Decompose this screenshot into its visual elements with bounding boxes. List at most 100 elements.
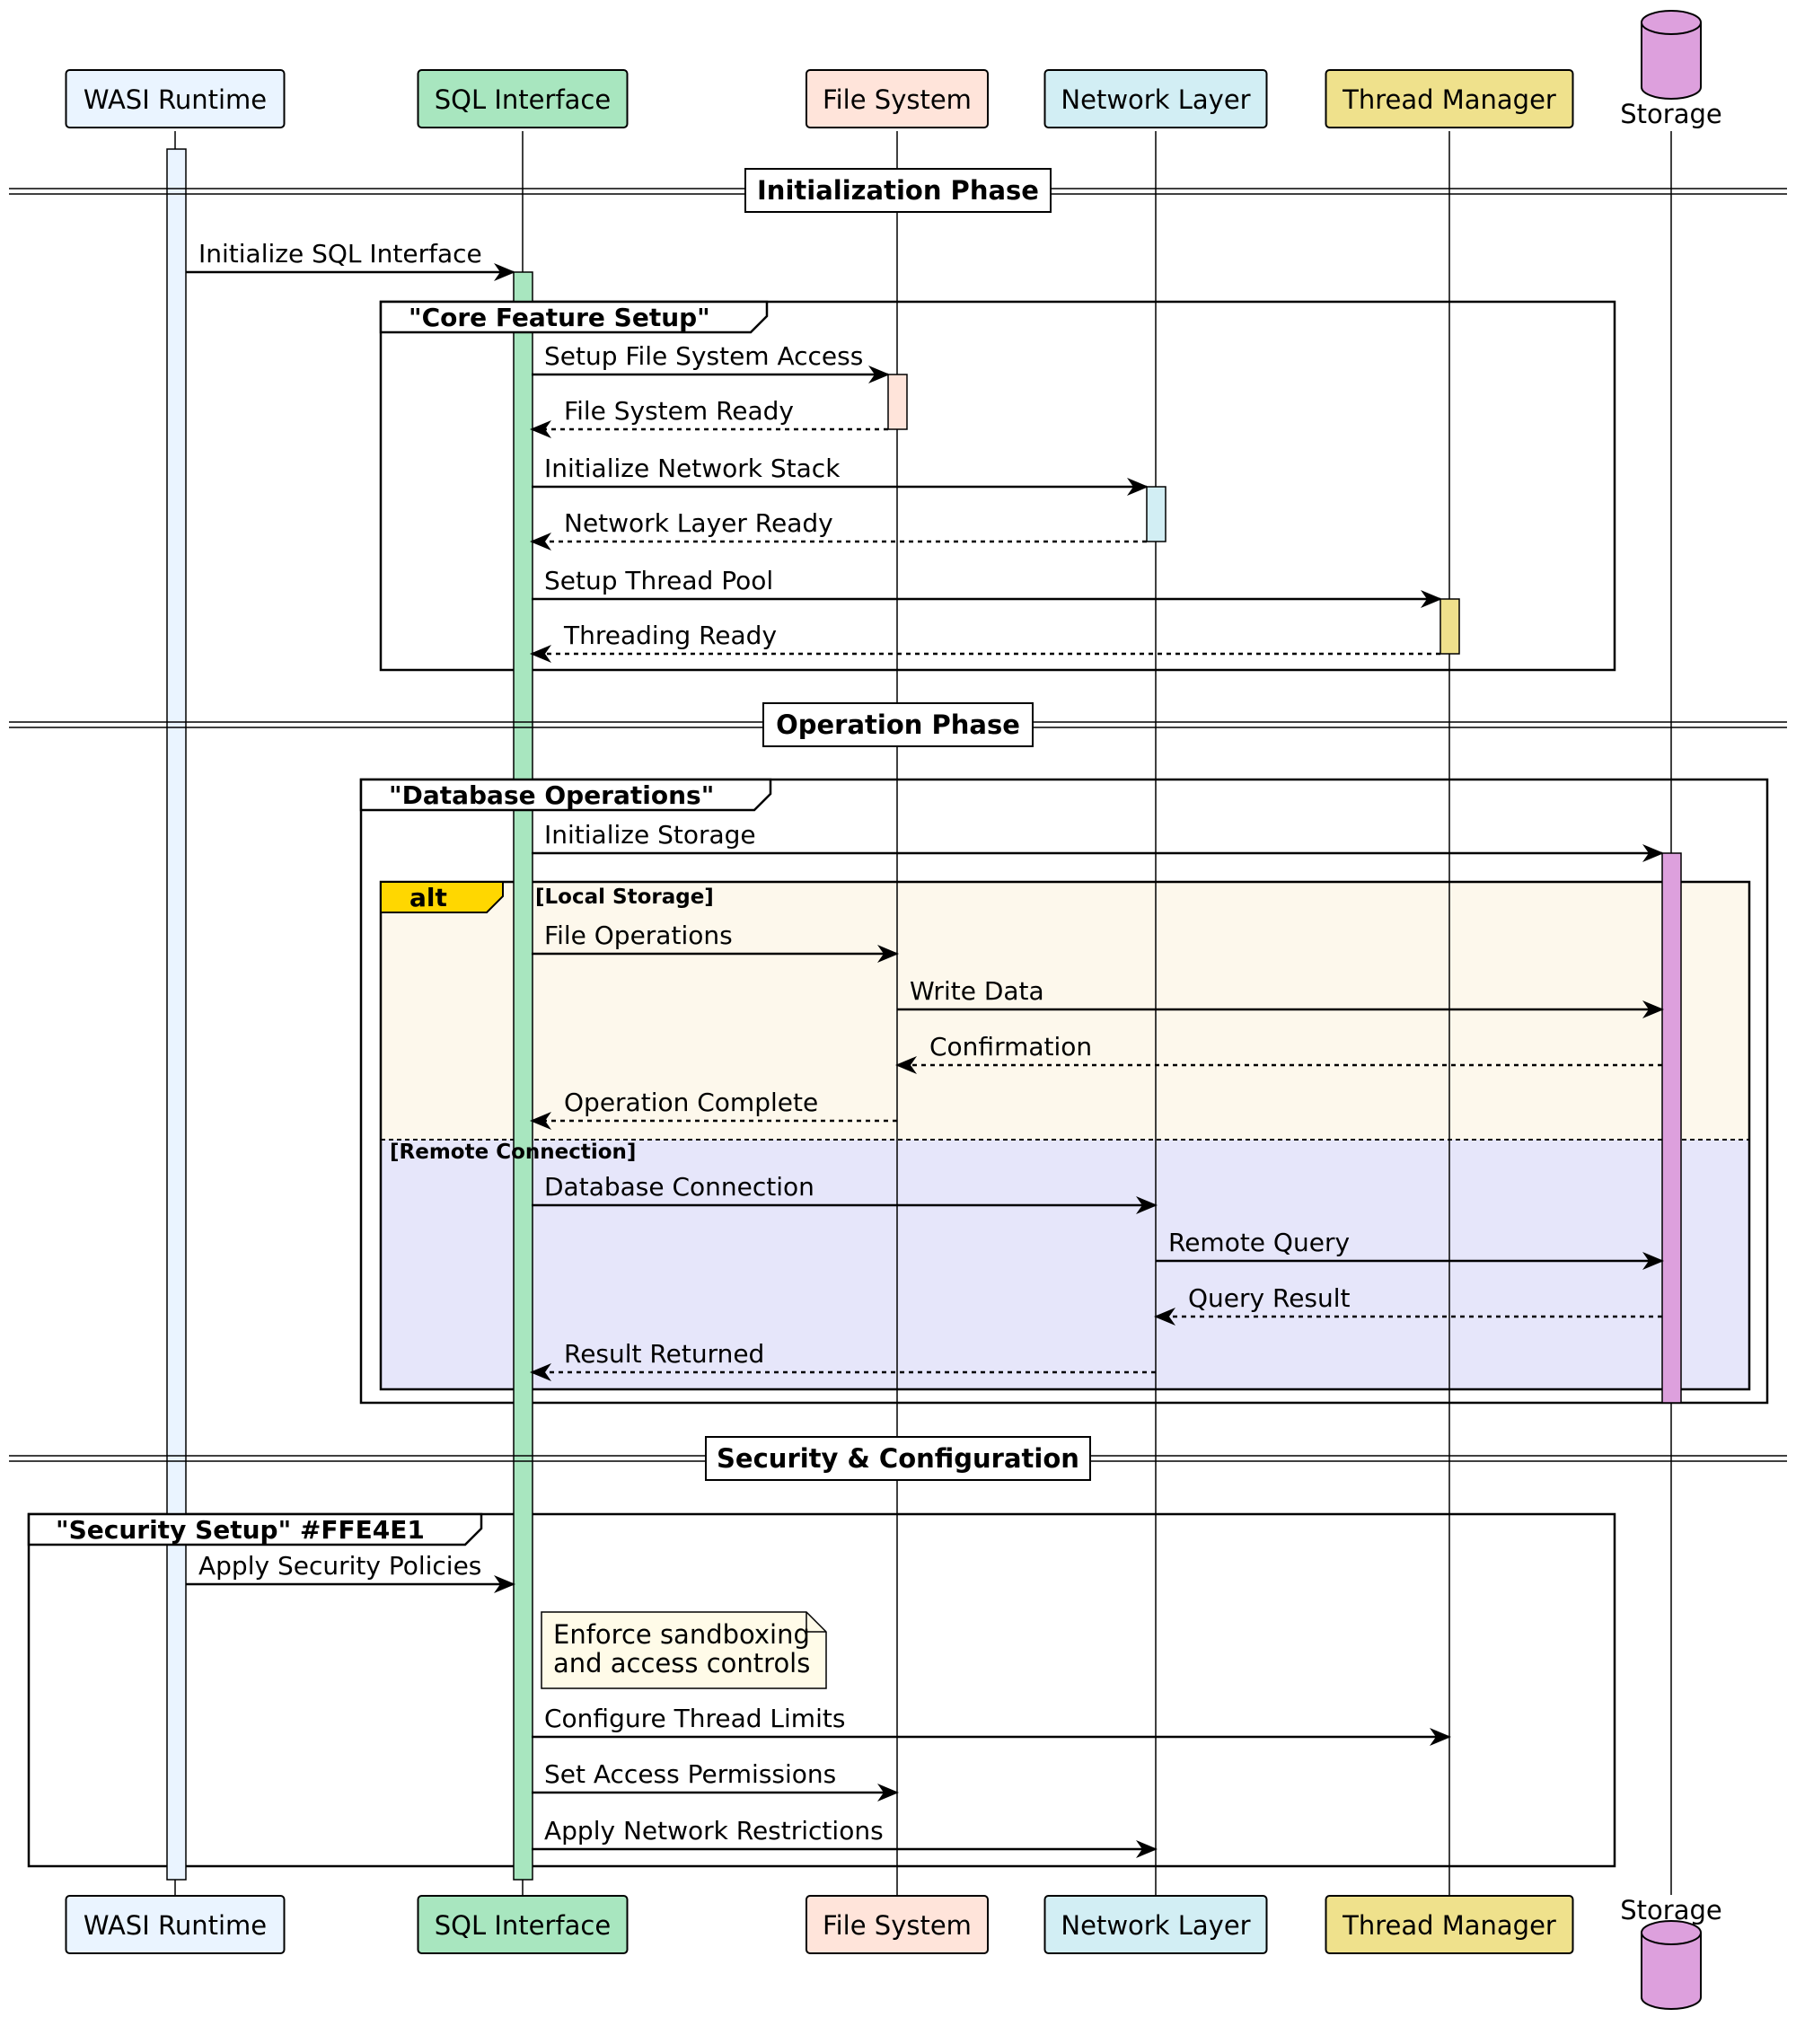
- message-label: Initialize Storage: [544, 820, 756, 850]
- activation-net: [1146, 486, 1167, 542]
- message: Operation Complete: [530, 1088, 897, 1130]
- participant-thread: Thread Manager: [1325, 1895, 1574, 1954]
- participant-label: File System: [823, 1910, 972, 1941]
- message-label: Database Connection: [544, 1172, 814, 1202]
- message-label: Operation Complete: [564, 1088, 818, 1117]
- participant-net: Network Layer: [1043, 1895, 1268, 1954]
- message: File Operations: [532, 921, 899, 963]
- message-label: Write Data: [910, 976, 1044, 1006]
- message: Write Data: [897, 976, 1664, 1018]
- group-label-text: "Database Operations": [389, 780, 714, 810]
- divider-initialization-phase: Initialization Phase: [744, 168, 1052, 213]
- message: Remote Query: [1156, 1228, 1664, 1270]
- message-label: Configure Thread Limits: [544, 1704, 845, 1733]
- message: Result Returned: [530, 1339, 1156, 1381]
- participant-label: SQL Interface: [435, 84, 611, 115]
- message: Database Connection: [532, 1172, 1158, 1214]
- group-label-text: "Security Setup" #FFE4E1: [56, 1515, 425, 1545]
- participant-box: [1043, 69, 1268, 128]
- participant-sql: SQL Interface: [417, 69, 629, 128]
- message: Initialize Storage: [532, 820, 1664, 862]
- database-icon: [1641, 1920, 1702, 2010]
- alt-local-storage-region: [381, 882, 1749, 1140]
- participant-fs: File System: [806, 1895, 989, 1954]
- database-icon: [1641, 10, 1702, 100]
- participant-label: SQL Interface: [435, 1910, 611, 1941]
- message: Confirmation: [895, 1032, 1662, 1074]
- participant-label: Network Layer: [1061, 84, 1250, 115]
- participant-wasi: WASI Runtime: [65, 1895, 286, 1954]
- participant-thread: Thread Manager: [1325, 69, 1574, 128]
- message: Setup File System Access: [532, 341, 890, 383]
- alt-keyword: alt: [409, 883, 447, 912]
- message: Apply Network Restrictions: [532, 1816, 1158, 1858]
- divider-operation-phase: Operation Phase: [762, 702, 1034, 747]
- message-label: Network Layer Ready: [564, 508, 833, 538]
- message: File System Ready: [530, 396, 888, 438]
- security-setup-group-frame: [27, 1512, 1616, 1868]
- participant-label: Network Layer: [1061, 1910, 1250, 1941]
- participant-label: Storage: [1620, 99, 1721, 129]
- alt-condition-remote-connection: [Remote Connection]: [390, 1141, 636, 1164]
- message: Setup Thread Pool: [532, 566, 1442, 608]
- participant-label: Thread Manager: [1342, 1910, 1556, 1941]
- message-label: Confirmation: [929, 1032, 1092, 1062]
- participant-label: WASI Runtime: [84, 1910, 267, 1941]
- message-label: Initialize Network Stack: [544, 454, 841, 483]
- message: Initialize Network Stack: [532, 454, 1149, 496]
- activation-fs: [887, 374, 908, 430]
- participant-box: [1325, 1895, 1574, 1954]
- divider-label: Operation Phase: [776, 709, 1020, 740]
- database-operations-group-frame: [359, 778, 1769, 1405]
- note: Enforce sandboxing and access controls: [541, 1611, 827, 1689]
- group-label-core-feature-setup: "Core Feature Setup": [379, 300, 769, 334]
- participant-fs: File System: [806, 69, 989, 128]
- message-label: File Operations: [544, 921, 733, 950]
- participant-box: [65, 1895, 286, 1954]
- divider-label: Security & Configuration: [717, 1443, 1079, 1474]
- participant-box: [65, 69, 286, 128]
- message: Query Result: [1154, 1283, 1662, 1326]
- activation-wasi: [166, 148, 187, 1881]
- participant-storage: Storage: [1620, 1895, 1722, 2010]
- message-label: Threading Ready: [563, 621, 777, 650]
- message: Set Access Permissions: [532, 1759, 899, 1802]
- participant-box: [1325, 69, 1574, 128]
- message-label: Apply Network Restrictions: [544, 1816, 884, 1846]
- activation-thread: [1439, 598, 1460, 655]
- alt-frame: [379, 880, 1751, 1391]
- participant-label: File System: [823, 84, 972, 115]
- participant-wasi: WASI Runtime: [65, 69, 286, 128]
- divider-label: Initialization Phase: [757, 175, 1039, 206]
- activation-bars: [166, 148, 1682, 1881]
- message-label: File System Ready: [564, 396, 794, 426]
- message-label: Apply Security Policies: [198, 1551, 481, 1581]
- note-line: and access controls: [553, 1648, 810, 1678]
- participant-box: [1043, 1895, 1268, 1954]
- activation-storage: [1661, 852, 1682, 1404]
- participants-top: WASI Runtime SQL Interface File System Netw…: [65, 10, 1722, 129]
- participant-label: Thread Manager: [1342, 84, 1556, 115]
- activation-sql: [513, 271, 533, 1881]
- divider-security-configuration: Security & Configuration: [705, 1436, 1091, 1481]
- participant-box: [806, 1895, 989, 1954]
- alt-keyword-tab: alt: [380, 881, 504, 913]
- alt-remote-connection-region: [381, 1140, 1749, 1389]
- group-label-security-setup: "Security Setup" #FFE4E1: [27, 1512, 483, 1546]
- message: Apply Security Policies: [186, 1551, 515, 1593]
- participants-bottom: WASI Runtime SQL Interface File System Netw…: [65, 1895, 1722, 2010]
- note-line: Enforce sandboxing: [553, 1619, 810, 1650]
- participant-net: Network Layer: [1043, 69, 1268, 128]
- message-label: Result Returned: [564, 1339, 764, 1369]
- group-label-text: "Core Feature Setup": [409, 303, 710, 332]
- alt-condition-local-storage: [Local Storage]: [535, 885, 714, 909]
- message: Initialize SQL Interface: [186, 239, 515, 281]
- participant-label: WASI Runtime: [84, 84, 267, 115]
- participant-storage: Storage: [1620, 10, 1722, 129]
- group-label-database-operations: "Database Operations": [359, 778, 772, 812]
- message-label: Setup Thread Pool: [544, 566, 773, 595]
- message: Configure Thread Limits: [532, 1704, 1451, 1746]
- participant-box: [806, 69, 989, 128]
